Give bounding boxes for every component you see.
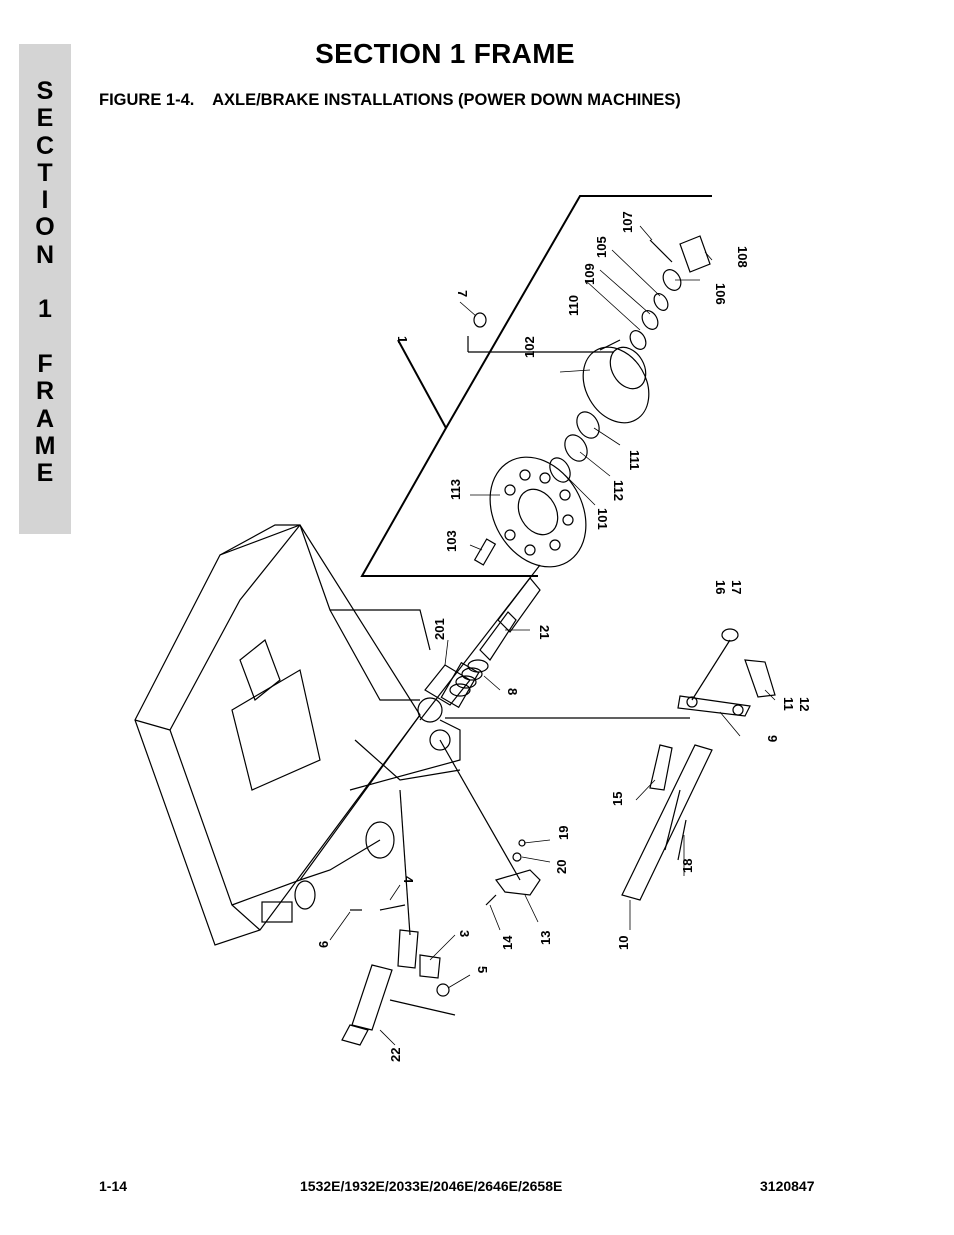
screw-14 (485, 894, 497, 906)
callout-108: 108 (735, 246, 750, 268)
side-tab-letter: T (37, 158, 53, 187)
callout-107: 107 (620, 211, 635, 233)
side-tab-letter: A (35, 404, 55, 433)
side-tab-letter: E (36, 104, 54, 133)
side-tab-letter: O (35, 213, 55, 242)
side-tab-letter: R (35, 377, 55, 406)
side-tab-letter: I (41, 186, 49, 215)
callout-12: 12 (797, 697, 812, 711)
callout-18: 18 (680, 859, 695, 873)
exploded-parts-diagram: 1 7 102 110 109 105 107 108 106 111 112 … (134, 195, 812, 1062)
model-numbers: 1532E/1932E/2033E/2046E/2646E/2658E (300, 1178, 563, 1194)
callout-10: 10 (616, 936, 631, 950)
callout-110: 110 (566, 295, 581, 316)
leader-lines (329, 225, 776, 1046)
callout-8: 8 (505, 688, 520, 695)
bearing-110 (629, 330, 647, 350)
dust-cap-108 (679, 235, 711, 273)
callout-9: 9 (765, 735, 780, 742)
side-tab-letter: 1 (38, 295, 52, 324)
bolt-11 (744, 659, 776, 698)
nut-16 (721, 628, 739, 642)
callout-112: 112 (611, 480, 626, 501)
bearing-cup-101 (549, 457, 571, 483)
brake-disc-113 (489, 456, 587, 568)
callout-101: 101 (595, 508, 610, 530)
callout-labels: 1 7 102 110 109 105 107 108 106 111 112 … (316, 211, 812, 1062)
callout-111: 111 (627, 450, 642, 470)
side-tab-letter: F (37, 349, 53, 378)
callout-7: 7 (455, 290, 470, 297)
side-tab-letters: S E C T I O N 1 F R A M E (19, 77, 71, 488)
nut-105 (653, 293, 669, 311)
seal-111 (576, 411, 600, 439)
callout-201: 201 (432, 618, 447, 640)
callout-20: 20 (554, 860, 569, 874)
callout-22: 22 (388, 1048, 403, 1062)
castle-nut-106 (662, 269, 682, 291)
callout-11: 11 (781, 697, 796, 711)
clevis-3 (397, 929, 419, 969)
page-number: 1-14 (99, 1178, 128, 1194)
tie-rod-assembly (445, 628, 776, 901)
callout-103: 103 (444, 530, 459, 552)
callout-14: 14 (500, 935, 515, 950)
cylinder-22 (351, 964, 393, 1031)
bracket-13 (495, 869, 541, 896)
frame-body (134, 524, 461, 946)
washer-5 (436, 983, 450, 997)
callout-3: 3 (457, 930, 472, 937)
bearing-cone-112 (564, 434, 588, 462)
side-tab-letter: N (35, 240, 55, 269)
stud-103 (473, 538, 497, 566)
callout-21: 21 (537, 625, 552, 639)
callout-6: 6 (316, 941, 331, 948)
side-tab-letter: E (36, 459, 54, 488)
hub-102 (582, 339, 650, 424)
tube-10 (621, 744, 713, 901)
assembly-bracket-line (360, 195, 712, 577)
brake-assembly (341, 739, 541, 1046)
side-tab-letter (19, 324, 71, 351)
figure-title: FIGURE 1-4. AXLE/BRAKE INSTALLATIONS (PO… (99, 91, 681, 109)
callout-16: 16 (713, 580, 728, 594)
callout-102: 102 (522, 336, 537, 358)
nut-7 (473, 312, 487, 328)
pin-4 (379, 904, 406, 911)
side-tab-letter: C (35, 131, 55, 160)
callout-19: 19 (556, 826, 571, 840)
section-title: SECTION 1 FRAME (315, 38, 575, 69)
callout-1-leader (397, 339, 447, 429)
callout-1: 1 (395, 336, 410, 343)
side-tab-letter (19, 269, 71, 296)
callout-5: 5 (475, 966, 490, 973)
callout-106: 106 (713, 283, 728, 305)
bolt-15 (649, 744, 673, 791)
washer-109 (641, 310, 659, 330)
side-tab-letter: S (36, 77, 54, 105)
callout-105: 105 (594, 236, 609, 258)
callout-17: 17 (729, 580, 744, 594)
callout-113: 113 (448, 479, 463, 500)
cotter-pin-107 (649, 239, 673, 263)
callout-4: 4 (401, 876, 416, 884)
document-number: 3120847 (760, 1178, 815, 1194)
callout-15: 15 (610, 792, 625, 806)
spring-8 (449, 659, 489, 697)
callout-109: 109 (582, 263, 597, 285)
washer-20 (512, 852, 522, 862)
spindle-axle (417, 564, 541, 751)
section-side-tab: S E C T I O N 1 F R A M E (19, 44, 71, 534)
callout-13: 13 (538, 931, 553, 945)
side-tab-letter: M (34, 431, 56, 460)
